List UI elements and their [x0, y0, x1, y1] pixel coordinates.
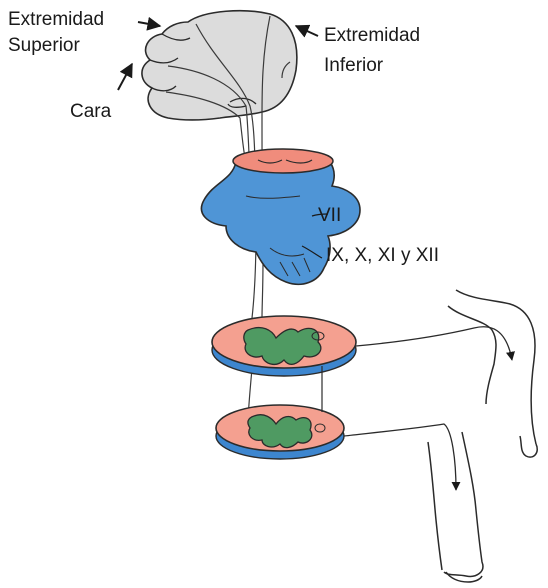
label-face: Cara	[70, 100, 111, 124]
arrow-upper-limb	[138, 22, 160, 26]
label-cranial-lower: IX, X, XI y XII	[326, 244, 439, 268]
cerebral-cortex	[142, 11, 297, 120]
spinal-cord-segment-lower	[216, 405, 344, 459]
label-cranial-vii: VII	[318, 204, 341, 228]
peripheral-nerves	[344, 327, 512, 490]
label-upper-limb-line2: Superior	[8, 34, 80, 58]
arm-outline	[448, 290, 537, 457]
brainstem-section-top	[233, 149, 333, 173]
label-lower-limb-line1: Extremidad	[324, 24, 420, 48]
spinal-cord-segment-upper	[212, 316, 356, 376]
label-upper-limb-line1: Extremidad	[8, 8, 104, 32]
arrow-lower-limb	[296, 26, 318, 36]
label-lower-limb-line2: Inferior	[324, 54, 383, 78]
leg-outline	[428, 432, 483, 582]
arrow-face	[118, 64, 132, 90]
